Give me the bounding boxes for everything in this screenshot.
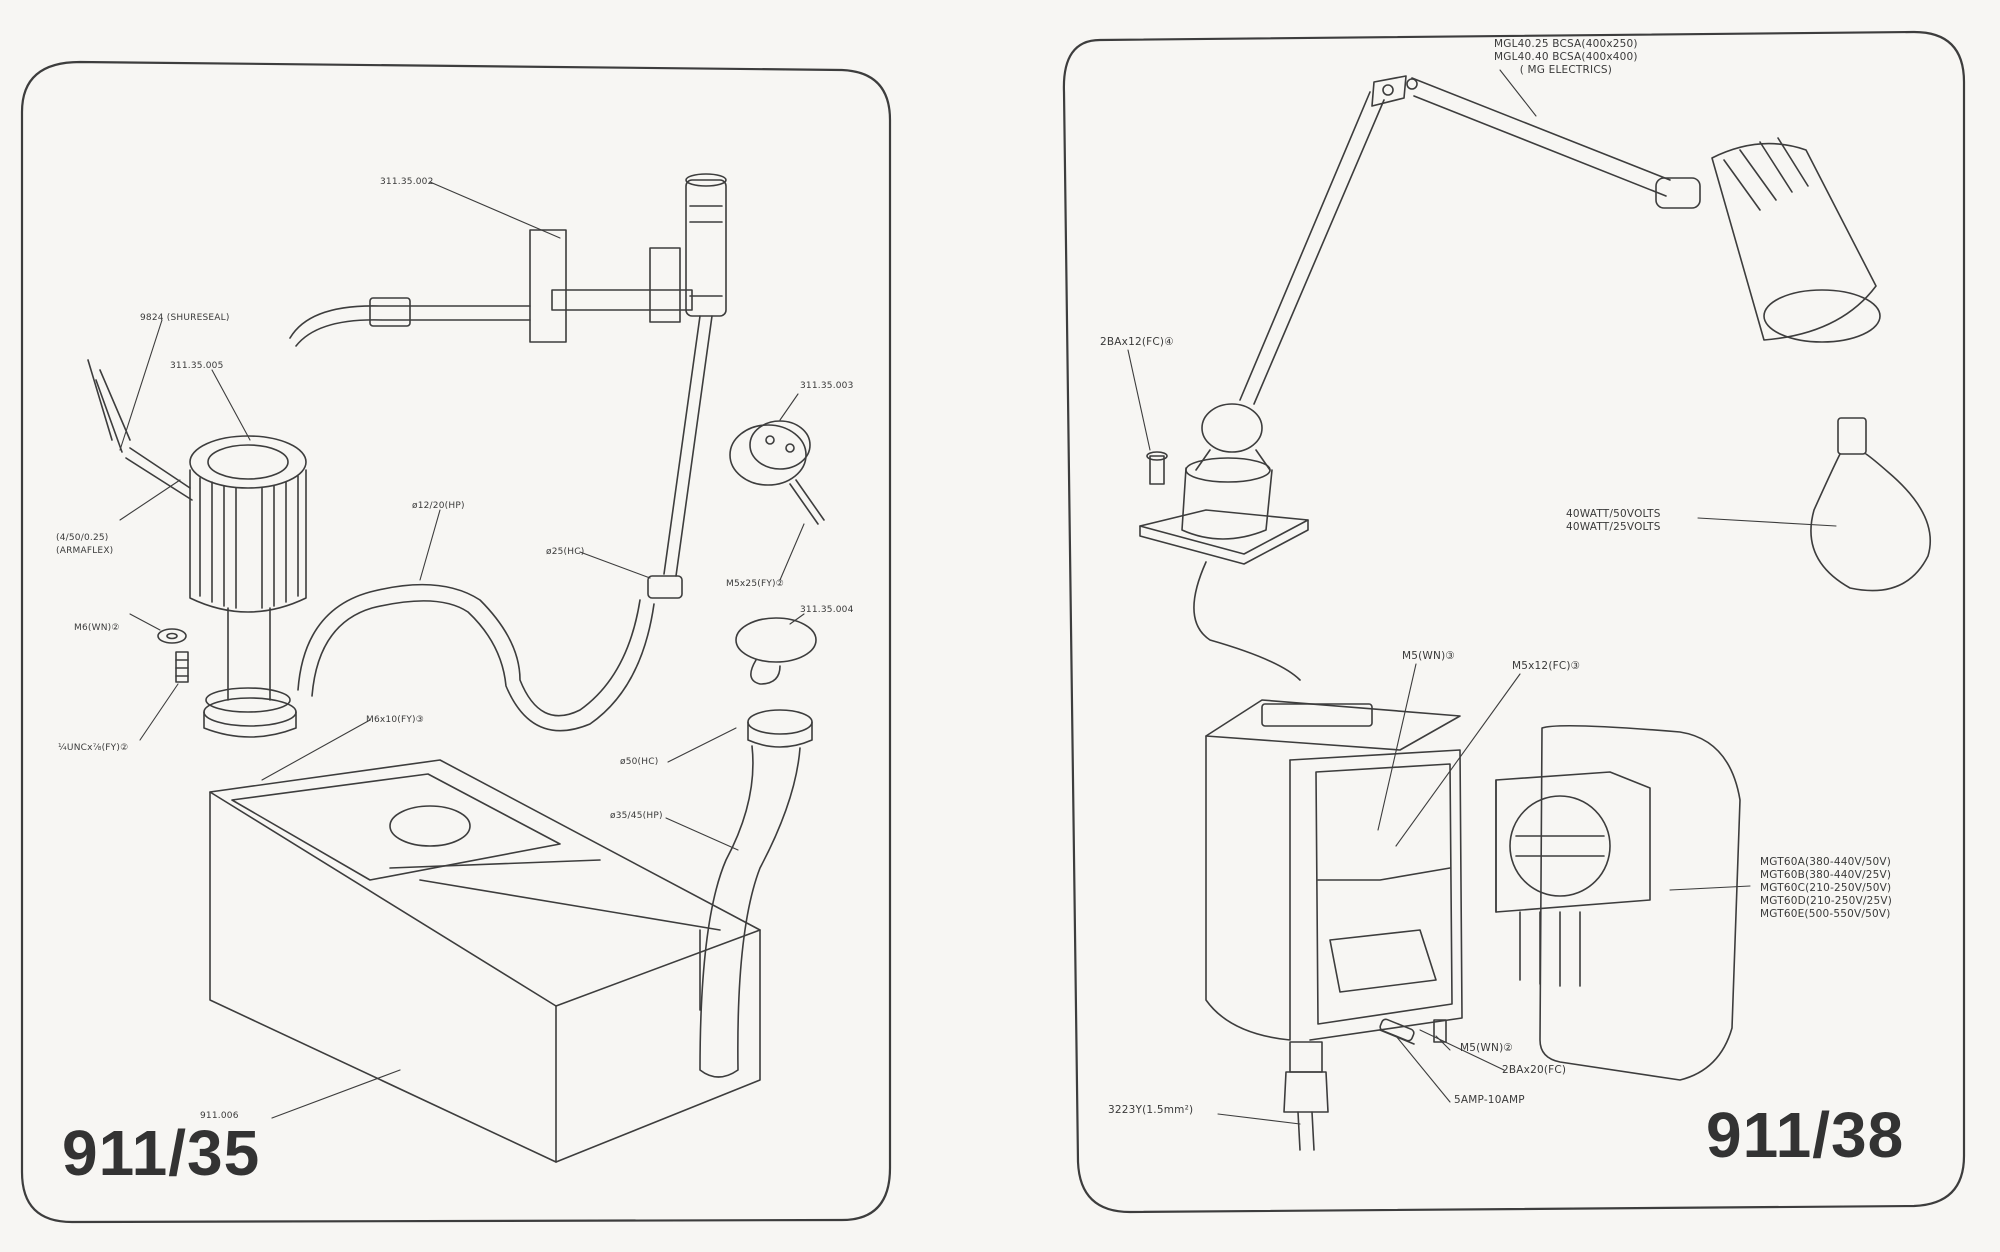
label-mgl-electrics: MGL40.25 BCSA(400x250) MGL40.40 BCSA(400… (1494, 38, 1638, 76)
hose-illustration (297, 583, 655, 732)
return-pipe-illustration (699, 709, 813, 1078)
left-leader-lines (119, 181, 805, 1119)
right-panel-frame (1062, 30, 1966, 1214)
screw-2ba-illustration (1146, 451, 1168, 485)
label-3223y-cable: 3223Y(1.5mm²) (1108, 1104, 1194, 1116)
label-5amp-10amp: 5AMP-10AMP (1454, 1094, 1525, 1106)
label-m6-wn: M6(WN)② (74, 623, 120, 633)
label-911-006: 911.006 (200, 1111, 239, 1121)
label-9824-shureseal: 9824 (SHURESEAL) (140, 313, 230, 323)
clip-part-illustration (735, 617, 817, 685)
label-2ba-x20: 2BAx20(FC) (1502, 1064, 1567, 1076)
label-311-35-002: 311.35.002 (380, 177, 434, 187)
label-311-35-005: 311.35.005 (170, 361, 224, 371)
label-311-35-004: 311.35.004 (800, 605, 854, 615)
right-drawing-number: 911/38 (1706, 1099, 1905, 1171)
nozzle-assembly-illustration (289, 173, 727, 599)
label-d12-20-hp: ø12/20(HP) (412, 501, 465, 511)
transformer-cover-illustration (1495, 724, 1741, 1081)
label-40watt: 40WATT/50VOLTS 40WATT/25VOLTS (1566, 508, 1661, 533)
terminal-box-illustration (1205, 699, 1463, 1151)
label-armaflex: (4/50/0.25) (ARMAFLEX) (56, 533, 114, 556)
label-unc-screw: ¼UNCx⅞(FY)② (58, 743, 129, 753)
light-bulb-illustration (1810, 417, 1932, 592)
pump-motor-illustration (87, 359, 307, 738)
tank-illustration (209, 759, 761, 1163)
label-m5x12-fc: M5x12(FC)③ (1512, 660, 1581, 672)
plug-part-illustration (729, 420, 825, 525)
lamp-arm-illustration (1139, 75, 1881, 681)
label-m6x10-fy: M6x10(FY)③ (366, 715, 425, 725)
left-drawing-number: 911/35 (62, 1117, 261, 1189)
left-panel-frame (20, 60, 892, 1224)
label-mgt60-transformers: MGT60A(380-440V/50V) MGT60B(380-440V/25V… (1760, 856, 1893, 920)
label-m5-wn-3: M5(WN)③ (1402, 650, 1455, 662)
label-m5x25-fy: M5x25(FY)② (726, 579, 785, 589)
label-m5-wn-2: M5(WN)② (1460, 1042, 1513, 1054)
label-d50-hc: ø50(HC) (620, 757, 659, 767)
label-2ba-x12: 2BAx12(FC)④ (1100, 336, 1174, 348)
label-d25-hc: ø25(HC) (546, 547, 585, 557)
label-d35-45-hp: ø35/45(HP) (610, 811, 663, 821)
label-311-35-003: 311.35.003 (800, 381, 854, 391)
right-leader-lines (1127, 69, 1837, 1125)
